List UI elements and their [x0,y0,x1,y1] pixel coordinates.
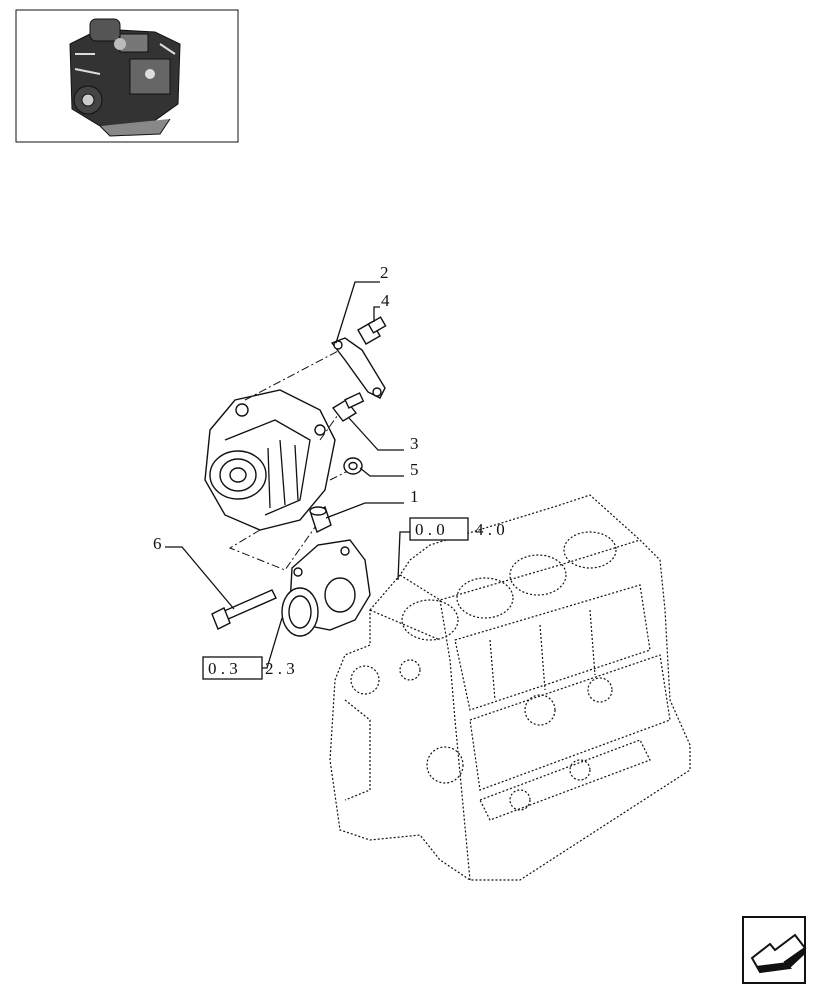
reference-engine-block-rest: 4 . 0 [475,520,505,539]
callout-6: 6 [153,534,162,553]
nut-part-5 [343,457,363,475]
screw-part-4 [357,316,387,345]
callout-5: 5 [410,460,419,479]
next-page-arrow-icon[interactable] [742,916,807,984]
callout-2: 2 [380,263,389,282]
engine-thumbnail-icon[interactable] [15,9,239,143]
water-pump-housing [281,539,371,637]
reference-water-pump[interactable]: 0 . 3 2 . 3 [202,656,295,680]
alternator [204,389,336,531]
callout-3: 3 [410,434,419,453]
bolt-part-3 [331,392,365,422]
long-bolt-part-6 [211,589,277,630]
reference-water-pump-boxed: 0 . 3 [208,659,238,678]
reference-engine-block-boxed: 0 . 0 [415,520,445,539]
callout-1: 1 [410,487,419,506]
reference-water-pump-rest: 2 . 3 [265,659,295,678]
spacer-part-1 [309,506,332,533]
reference-engine-block[interactable]: 0 . 0 4 . 0 [409,517,505,541]
leader-lines [165,281,410,669]
callout-4: 4 [381,291,390,310]
engine-block-outline [329,494,691,881]
mounting-bracket [330,337,386,399]
